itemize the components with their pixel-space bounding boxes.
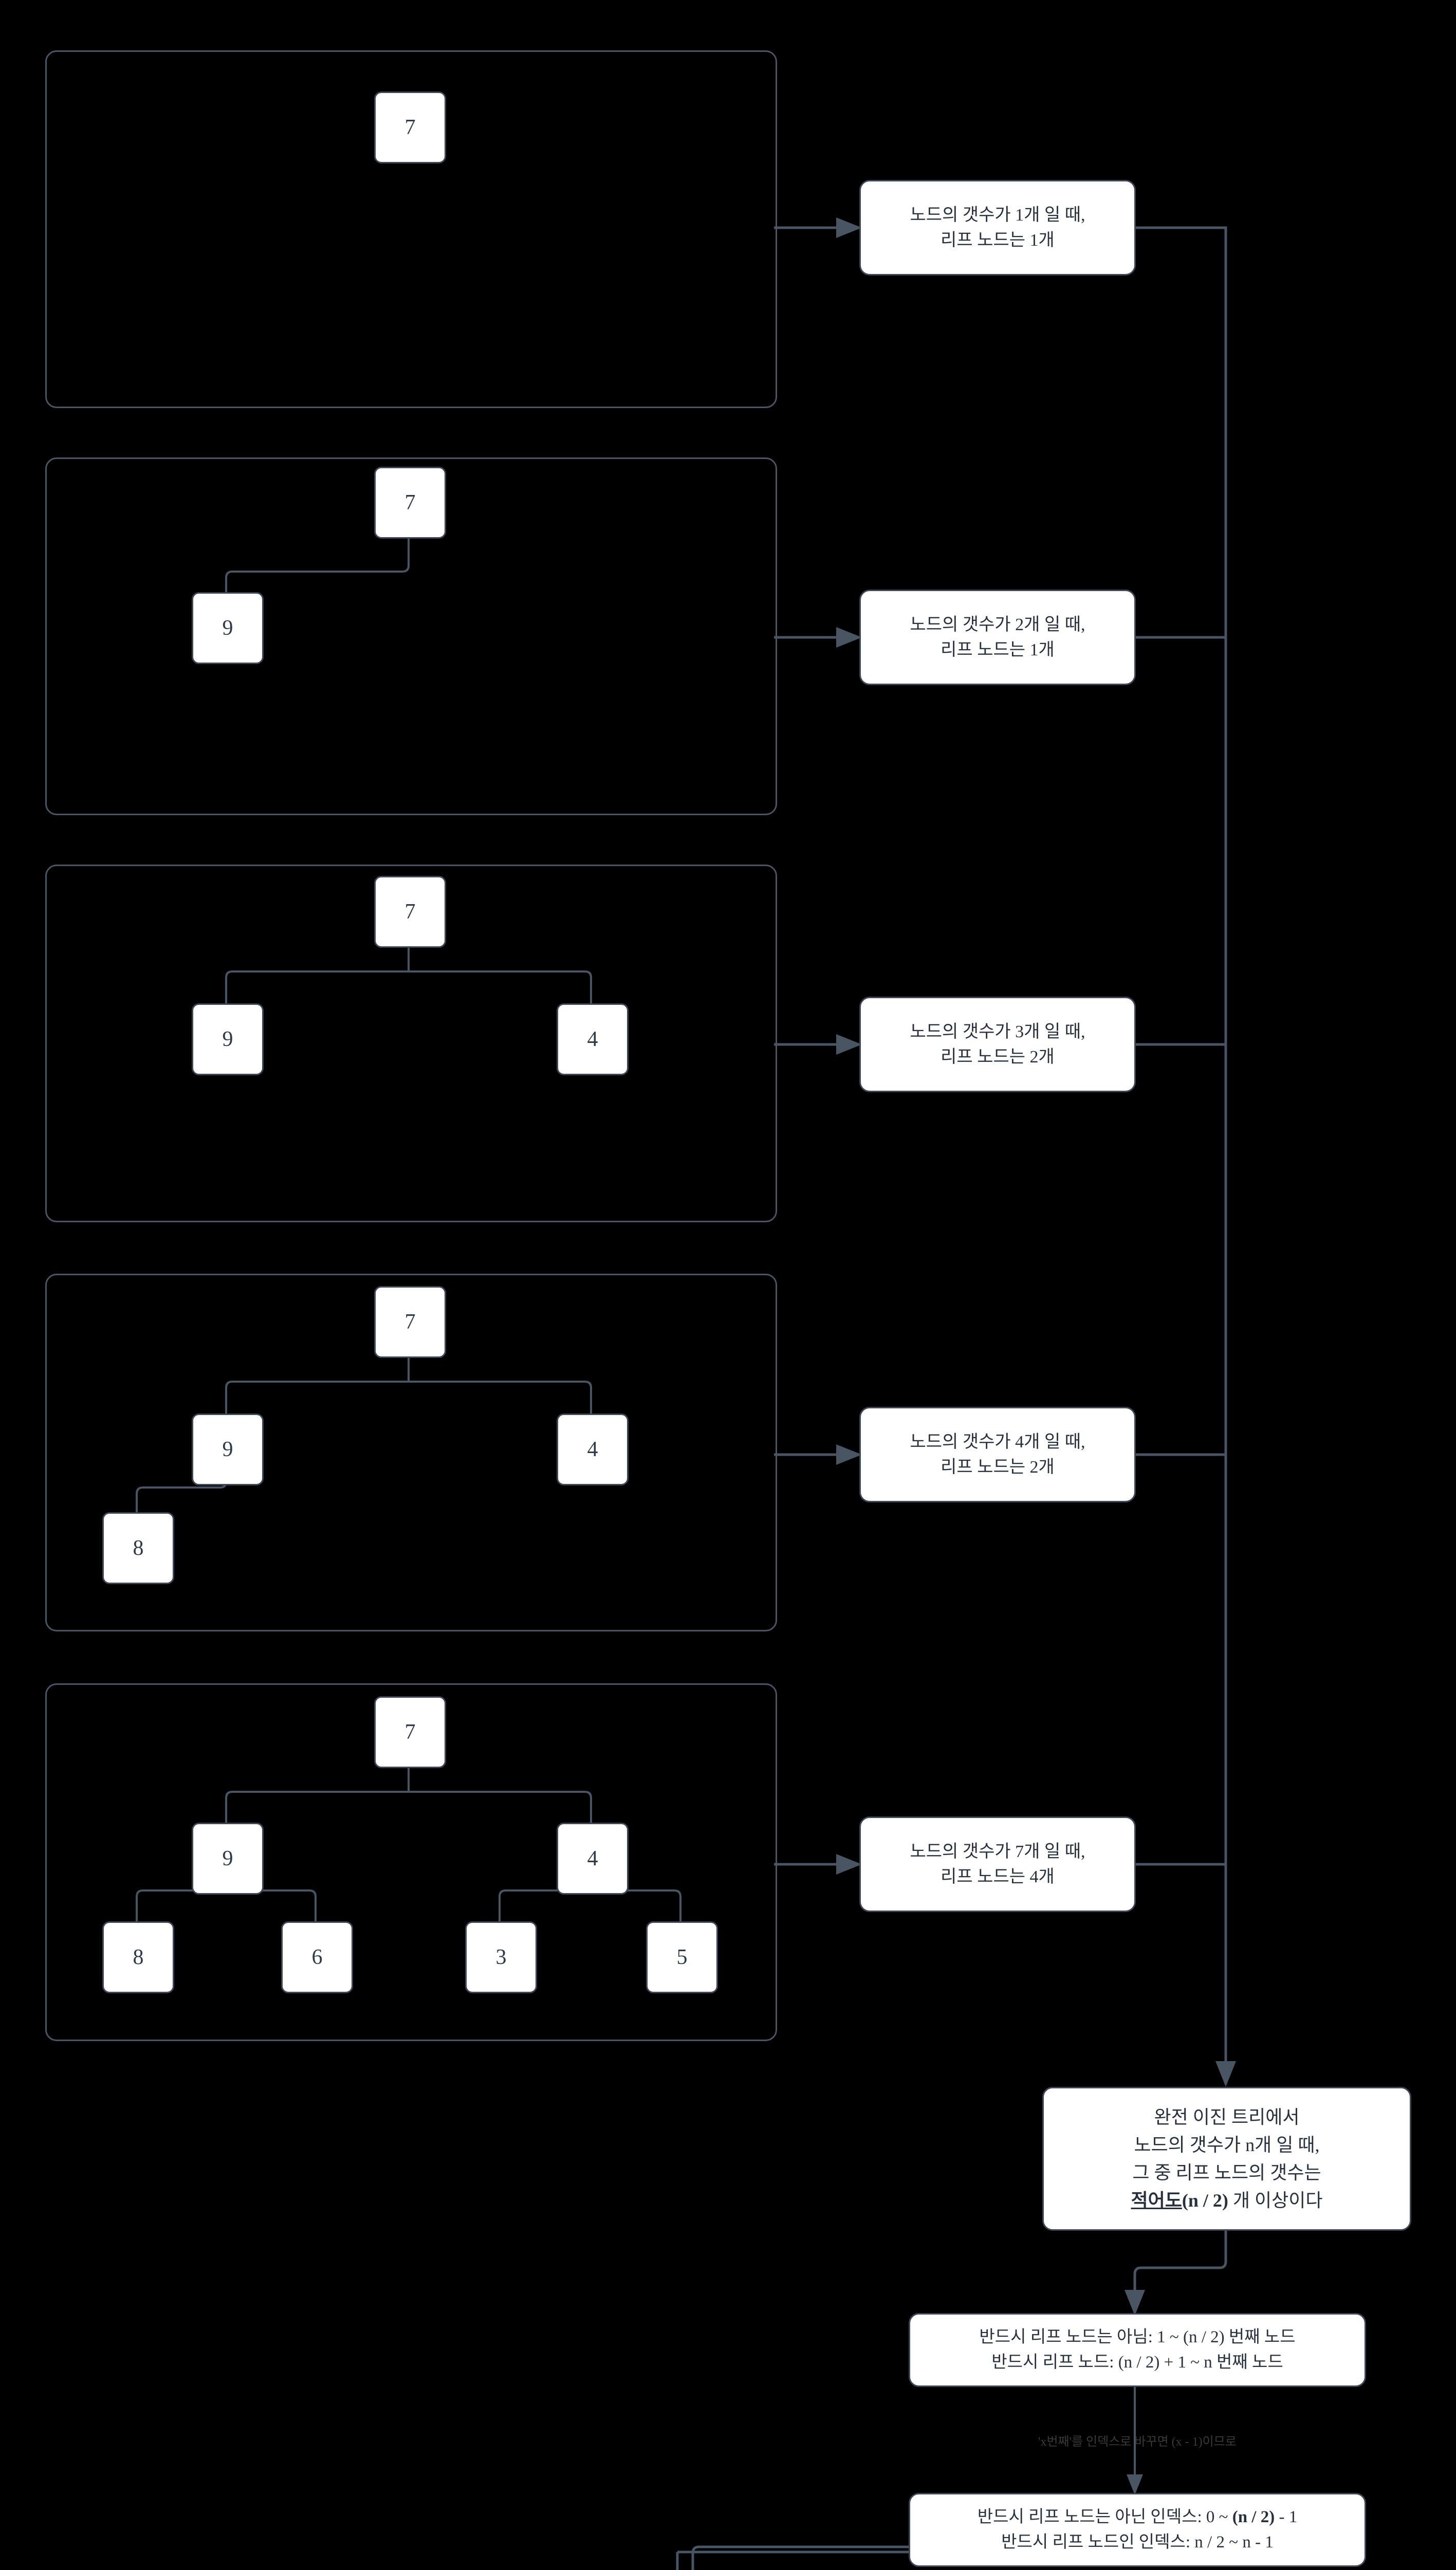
tree-node: 4 (557, 1414, 629, 1485)
callout-1: 노드의 갯수가 1개 일 때, 리프 노드는 1개 (859, 180, 1136, 276)
callout-2-line-1: 노드의 갯수가 2개 일 때, (910, 615, 1085, 634)
conclusion-box: 완전 이진 트리에서 노드의 갯수가 n개 일 때, 그 중 리프 노드의 갯수… (1042, 2087, 1411, 2231)
tree-panel-5 (45, 1683, 777, 2041)
ordinal-range-box: 반드시 리프 노드는 아님: 1 ~ (n / 2) 번째 노드 반드시 리프 … (909, 2313, 1366, 2387)
callout-3-line-2: 리프 노드는 2개 (941, 1048, 1055, 1067)
ordinal-line-2: 반드시 리프 노드: (n / 2) + 1 ~ n 번째 노드 (991, 2353, 1283, 2372)
tree-node: 7 (374, 467, 446, 539)
conclusion-line-1: 완전 이진 트리에서 (1154, 2107, 1300, 2127)
index-line-2: 반드시 리프 노드인 인덱스: n / 2 ~ n - 1 (1001, 2533, 1274, 2551)
callout-1-line-2: 리프 노드는 1개 (941, 231, 1055, 250)
callout-5-line-2: 리프 노드는 4개 (941, 1867, 1055, 1886)
tree-node: 5 (646, 1921, 718, 1993)
conclusion-suffix: 개 이상이다 (1228, 2190, 1323, 2211)
tree-node: 4 (557, 1823, 629, 1895)
index-line-1-formula: (n / 2) (1232, 2507, 1275, 2526)
tree-node: 9 (192, 1003, 264, 1075)
tree-node: 7 (374, 91, 446, 163)
index-range-box: 반드시 리프 노드는 아닌 인덱스: 0 ~ (n / 2) - 1 반드시 리… (909, 2493, 1366, 2567)
conclusion-line-3: 그 중 리프 노드의 갯수는 (1132, 2162, 1321, 2183)
callout-4-line-1: 노드의 갯수가 4개 일 때, (910, 1432, 1085, 1452)
tree-node: 3 (465, 1921, 537, 1993)
conclusion-emphasis: 적어도 (1131, 2190, 1182, 2211)
conclusion-line-2: 노드의 갯수가 n개 일 때, (1134, 2135, 1320, 2155)
callout-4: 노드의 갯수가 4개 일 때, 리프 노드는 2개 (859, 1407, 1136, 1502)
tree-node: 8 (102, 1512, 174, 1584)
callout-3: 노드의 갯수가 3개 일 때, 리프 노드는 2개 (859, 997, 1136, 1092)
tree-panel-1 (45, 50, 777, 408)
tree-node: 4 (557, 1003, 629, 1075)
callout-4-line-2: 리프 노드는 2개 (941, 1458, 1055, 1477)
tree-node: 7 (374, 1286, 446, 1358)
callout-5: 노드의 갯수가 7개 일 때, 리프 노드는 4개 (859, 1816, 1136, 1912)
conclusion-line-4: 적어도(n / 2) 개 이상이다 (1131, 2187, 1323, 2214)
ordinal-to-index-edge-label: 'x번째'를 인덱스로 바꾸면 (x - 1)이므로 (1038, 2435, 1237, 2449)
tree-node: 6 (281, 1921, 353, 1993)
tree-node: 9 (192, 1823, 264, 1895)
tree-node: 9 (192, 592, 264, 664)
tree-node: 7 (374, 876, 446, 948)
index-line-1: 반드시 리프 노드는 아닌 인덱스: 0 ~ (n / 2) - 1 (978, 2505, 1297, 2530)
tree-panel-4 (45, 1274, 777, 1631)
callout-2-line-2: 리프 노드는 1개 (941, 640, 1055, 659)
conclusion-formula: (n / 2) (1182, 2190, 1228, 2211)
callout-3-line-1: 노드의 갯수가 3개 일 때, (910, 1022, 1085, 1041)
callout-5-line-1: 노드의 갯수가 7개 일 때, (910, 1842, 1085, 1861)
index-line-1-pre: 반드시 리프 노드는 아닌 인덱스: 0 ~ (977, 2507, 1232, 2526)
tree-panel-3 (45, 865, 777, 1222)
callout-1-line-1: 노드의 갯수가 1개 일 때, (910, 205, 1085, 225)
tree-node: 7 (374, 1696, 446, 1768)
tree-node: 8 (102, 1921, 174, 1993)
index-line-1-post: - 1 (1275, 2507, 1298, 2526)
tree-panel-2 (45, 457, 777, 815)
ordinal-line-1: 반드시 리프 노드는 아님: 1 ~ (n / 2) 번째 노드 (979, 2327, 1296, 2346)
tree-node: 9 (192, 1414, 264, 1485)
callout-2: 노드의 갯수가 2개 일 때, 리프 노드는 1개 (859, 590, 1136, 685)
